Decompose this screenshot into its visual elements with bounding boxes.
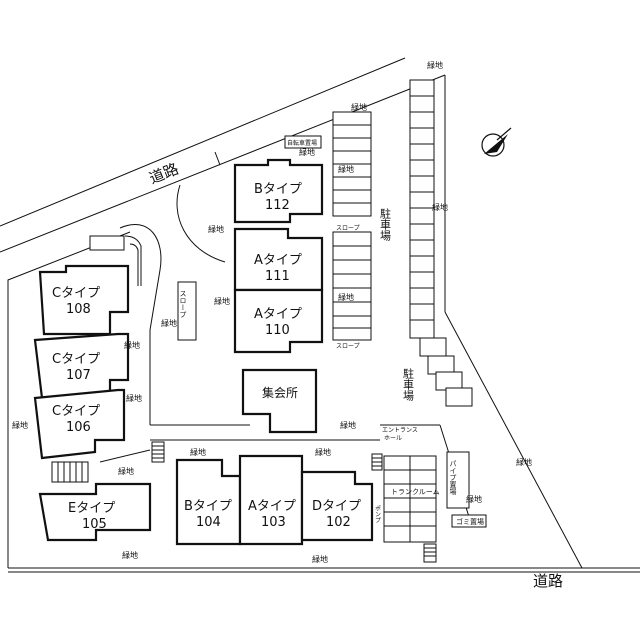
svg-text:107: 107 (66, 368, 91, 383)
slope-label-1: スロープ (336, 225, 360, 232)
svg-text:Cタイプ: Cタイプ (52, 286, 100, 301)
svg-text:ゴミ置場: ゴミ置場 (456, 517, 484, 526)
svg-text:緑地: 緑地 (351, 102, 367, 112)
svg-text:緑地: 緑地 (12, 420, 28, 430)
svg-text:緑地: 緑地 (190, 447, 206, 457)
svg-text:Eタイプ: Eタイプ (68, 501, 115, 516)
slope-label-2: スロープ (336, 343, 360, 350)
svg-text:Dタイプ: Dタイプ (312, 499, 361, 514)
bicycle-parking-left (89, 235, 142, 286)
top-road (0, 57, 446, 253)
bottom-road (8, 567, 640, 573)
parking-main-label: 駐車場 (379, 207, 392, 242)
svg-text:緑地: 緑地 (214, 296, 230, 306)
svg-text:103: 103 (261, 515, 286, 530)
entrance-hall-label: エントランス ホール (382, 427, 420, 442)
svg-text:緑地: 緑地 (315, 447, 331, 457)
svg-text:緑地: 緑地 (124, 340, 140, 350)
svg-text:緑地: 緑地 (299, 147, 315, 157)
unit-105: Eタイプ 105 (38, 482, 152, 542)
svg-text:パイプ置場: パイプ置場 (449, 460, 457, 496)
svg-text:緑地: 緑地 (427, 60, 443, 70)
svg-text:Bタイプ: Bタイプ (254, 182, 302, 197)
stairs (151, 441, 437, 563)
svg-text:緑地: 緑地 (516, 457, 532, 467)
svg-text:108: 108 (66, 302, 91, 317)
unit-112: Bタイプ 112 (233, 158, 324, 224)
trunk-room (383, 455, 437, 543)
svg-text:緑地: 緑地 (161, 318, 177, 328)
slope-ramp: スロープ (177, 281, 197, 341)
path-curve-1 (119, 223, 162, 331)
parking-center (332, 111, 372, 341)
svg-text:Aタイプ: Aタイプ (248, 499, 296, 514)
svg-text:Cタイプ: Cタイプ (52, 404, 100, 419)
parking-lower-label: 駐車場 (402, 367, 415, 402)
svg-text:緑地: 緑地 (312, 554, 328, 564)
svg-text:緑地: 緑地 (126, 393, 142, 403)
svg-text:Aタイプ: Aタイプ (254, 253, 302, 268)
north-arrow-icon (481, 127, 512, 157)
unit-107: Cタイプ 107 (33, 332, 130, 400)
svg-text:105: 105 (82, 517, 107, 532)
pipe-space: パイプ置場 (446, 451, 470, 509)
svg-text:緑地: 緑地 (122, 550, 138, 560)
garbage-area: ゴミ置場 (451, 514, 487, 528)
svg-text:緑地: 緑地 (338, 292, 354, 302)
svg-text:106: 106 (66, 420, 91, 435)
svg-text:緑地: 緑地 (208, 224, 224, 234)
unit-106: Cタイプ 106 (33, 388, 126, 460)
svg-text:111: 111 (265, 269, 290, 284)
unit-103: Aタイプ 103 (238, 454, 304, 546)
unit-108: Cタイプ 108 (38, 264, 130, 336)
svg-text:スロープ: スロープ (179, 290, 187, 318)
parking-main (409, 79, 473, 407)
bottom-road-label: 道路 (533, 572, 563, 590)
top-road-label: 道路 (147, 160, 182, 188)
svg-text:緑地: 緑地 (338, 164, 354, 174)
svg-text:104: 104 (196, 515, 221, 530)
meeting-hall-label: 集会所 (262, 385, 298, 400)
unit-104: Bタイプ 104 (175, 458, 242, 546)
svg-text:110: 110 (265, 323, 290, 338)
bicycle-parking-label: 自転車置場 (287, 139, 317, 147)
green-labels: 緑地 緑地 緑地 緑地 緑地 緑地 緑地 緑地 緑地 緑地 緑地 緑地 緑地 緑… (12, 60, 532, 564)
path-curve-2 (176, 184, 226, 263)
bicycle-rack-left (51, 461, 89, 483)
svg-text:Cタイプ: Cタイプ (52, 352, 100, 367)
svg-text:102: 102 (326, 515, 351, 530)
meeting-hall: 集会所 (241, 368, 318, 434)
svg-text:緑地: 緑地 (340, 420, 356, 430)
bicycle-parking-top (284, 135, 322, 149)
svg-text:緑地: 緑地 (466, 494, 482, 504)
svg-text:Bタイプ: Bタイプ (184, 499, 232, 514)
pump-label: ポンプ (374, 505, 381, 523)
svg-text:Aタイプ: Aタイプ (254, 307, 302, 322)
site-boundary (7, 75, 583, 569)
unit-110: Aタイプ 110 (233, 288, 324, 354)
unit-102: Dタイプ 102 (300, 470, 374, 542)
svg-text:緑地: 緑地 (118, 466, 134, 476)
unit-111: Aタイプ 111 (233, 227, 324, 292)
trunk-room-label: トランクルーム (391, 488, 440, 496)
svg-text:112: 112 (265, 198, 290, 213)
svg-text:緑地: 緑地 (432, 202, 448, 212)
